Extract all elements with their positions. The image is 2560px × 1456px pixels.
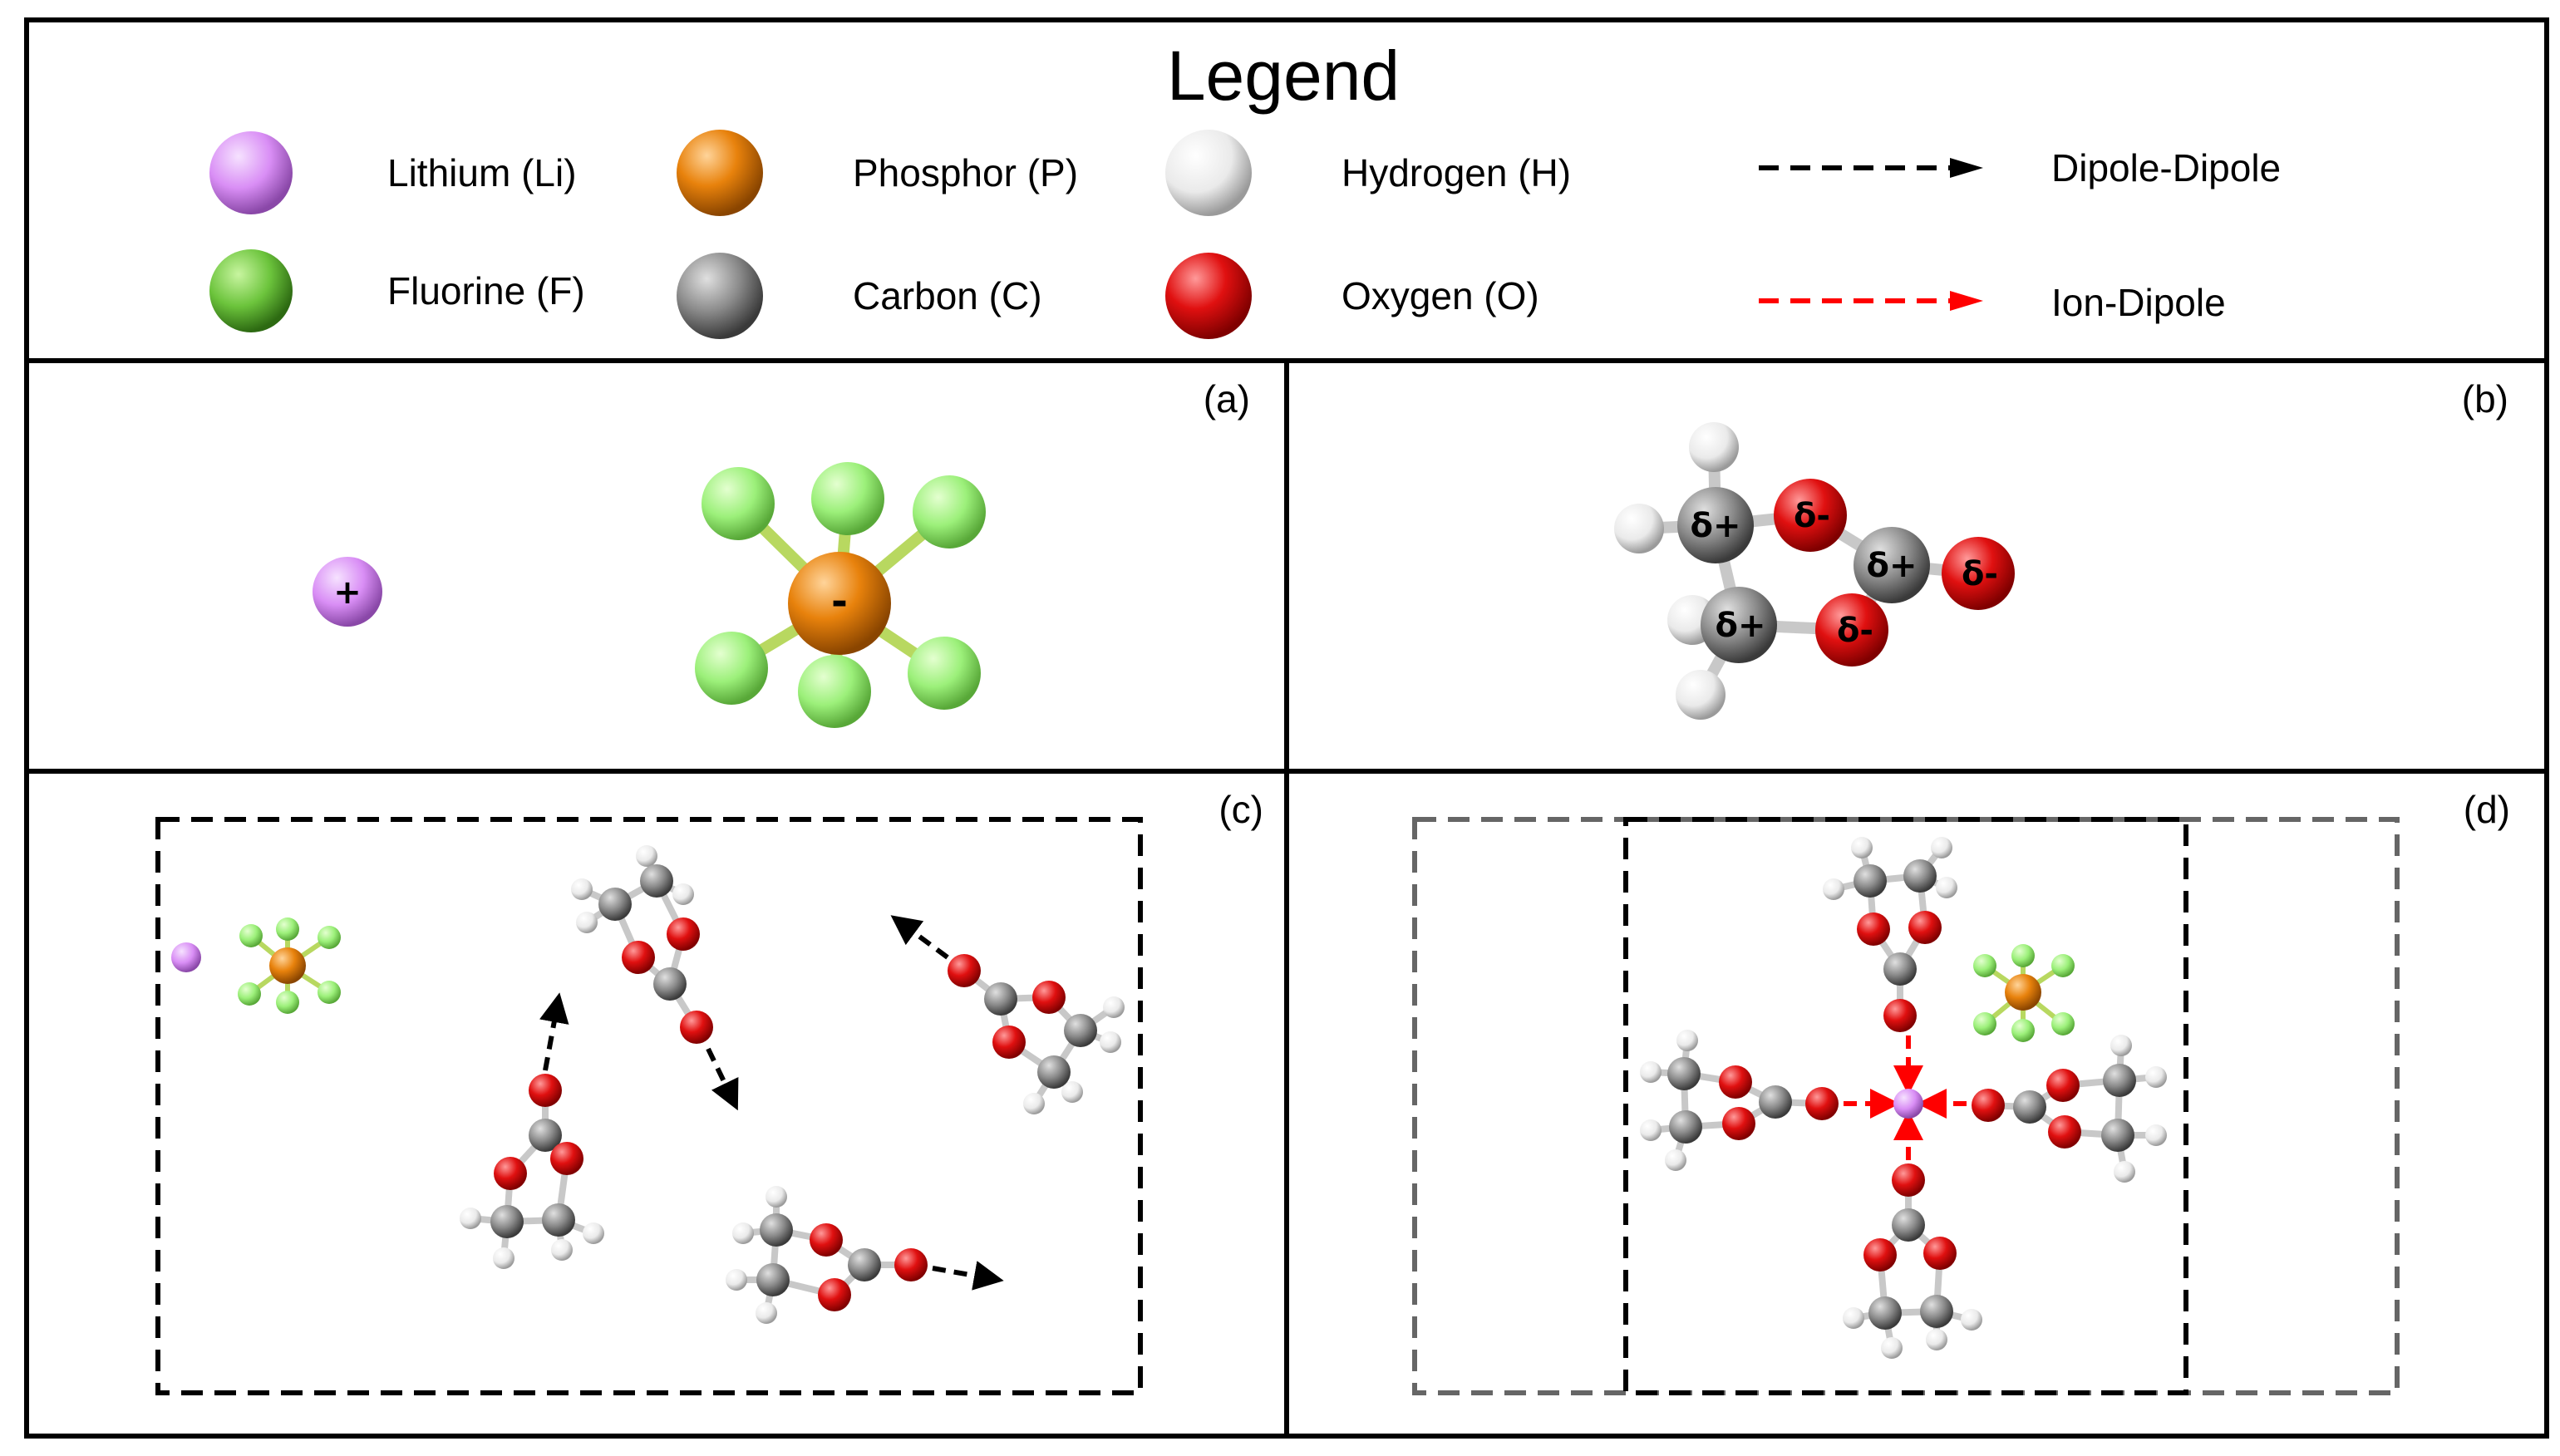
lithium-ion [171,942,201,972]
ethylene-carbonate-molecule [1823,837,1957,1032]
legend-label-ion-dipole: Ion-Dipole [2051,281,2226,324]
pf6-anion [238,917,341,1014]
delta-plus-label: δ+ [1716,607,1766,645]
ethylene-carbonate-molecule [460,1074,604,1269]
dipole-dipole-arrow [932,1261,1004,1291]
ethylene-carbonate-molecule [726,1186,928,1324]
simulation-box [155,817,1143,1395]
panel-b: δ+ δ+ δ+ δ- δ- δ- [1614,422,2015,720]
ethylene-carbonate-molecule [1640,1030,1839,1171]
ethylene-carbonate-molecule: δ+ δ+ δ+ δ- δ- δ- [1614,422,2015,720]
lithium-ion [1893,1089,1923,1119]
legend: Legend Lithium (Li) Phosphor (P) Hydroge… [209,37,2281,339]
inner-simulation-box [1623,817,2188,1395]
legend-label-carbon: Carbon (C) [853,274,1042,317]
fluorine-atom-icon [209,249,293,332]
panel-d-label: (d) [2464,788,2510,831]
delta-minus-label: δ- [1837,612,1873,650]
ethylene-carbonate-molecule [1972,1035,2167,1183]
ion-dipole-arrow-icon [1759,291,1983,311]
ethylene-carbonate-molecule [948,954,1125,1114]
oxygen-atom-icon [1165,253,1252,339]
anion-charge: - [831,578,848,625]
delta-plus-label: δ+ [1867,547,1918,585]
legend-label-fluorine: Fluorine (F) [387,269,585,312]
dipole-dipole-arrow [539,992,569,1071]
hydrogen-atom-icon [1165,130,1252,216]
pf6-anion: - [695,462,986,728]
panel-d [1412,817,2400,1395]
panel-c-label: (c) [1218,788,1263,831]
delta-minus-label: δ- [1962,555,1998,593]
delta-plus-label: δ+ [1691,507,1741,545]
dipole-dipole-arrow-icon [1759,158,1983,178]
delta-minus-label: δ- [1794,497,1830,535]
lithium-cation: + [313,557,382,627]
panel-b-label: (b) [2462,377,2508,421]
legend-label-oxygen: Oxygen (O) [1342,274,1539,317]
cation-charge: + [333,573,362,612]
phosphor-atom-icon [677,130,763,216]
lithium-atom-icon [209,131,293,214]
legend-label-phosphor: Phosphor (P) [853,151,1078,194]
pf6-anion [1973,944,2075,1042]
carbon-atom-icon [677,253,763,339]
legend-title: Legend [1167,37,1400,115]
panel-c [155,817,1143,1395]
legend-label-lithium: Lithium (Li) [387,151,577,194]
dipole-dipole-arrow [706,1047,739,1111]
panel-a-label: (a) [1204,377,1250,421]
ethylene-carbonate-molecule [571,845,713,1044]
legend-label-dipole-dipole: Dipole-Dipole [2051,146,2281,189]
ethylene-carbonate-molecule [1843,1163,1982,1359]
legend-label-hydrogen: Hydrogen (H) [1342,151,1571,194]
dipole-dipole-arrow [890,915,949,960]
figure-frame [24,17,2549,1439]
panel-a: + - [313,462,986,728]
